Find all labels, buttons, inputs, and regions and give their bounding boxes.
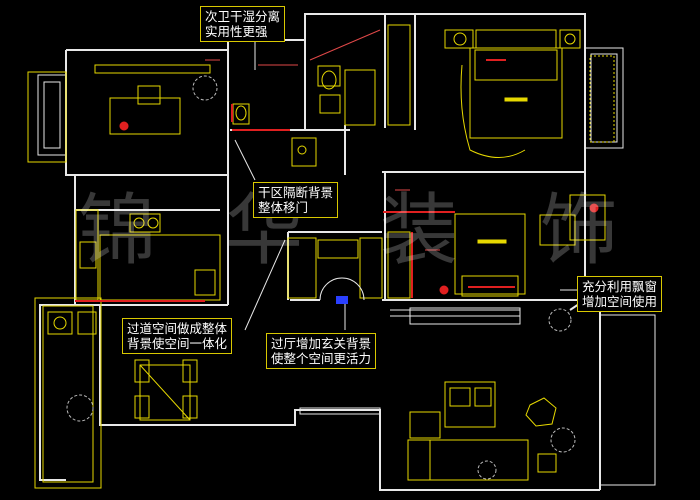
watermark-char-1: 锦 <box>78 186 157 276</box>
windows <box>37 47 656 486</box>
note-entrance-hall: 过厅增加玄关背景 使整个空间更活力 <box>266 333 377 369</box>
note-line: 使整个空间更活力 <box>271 351 372 366</box>
note-line: 过厅增加玄关背景 <box>271 336 372 351</box>
watermark-char-4: 饰 <box>540 186 619 276</box>
red-partitions <box>75 59 515 302</box>
note-line: 次卫干湿分离 <box>205 9 281 24</box>
note-bay-window: 充分利用飘窗 增加空间使用 <box>577 276 663 312</box>
note-line: 增加空间使用 <box>582 294 658 309</box>
pink-dimension-lines <box>205 29 440 251</box>
note-line: 整体移门 <box>258 200 309 215</box>
plants <box>66 75 576 480</box>
entrance-door <box>319 277 365 304</box>
watermark-char-3: 装 <box>380 186 459 276</box>
balcony <box>27 71 102 489</box>
note-corridor-background: 过道空间做成整体 背景使空间一体化 <box>122 318 233 354</box>
note-line: 干区隔断背景 <box>258 185 334 200</box>
note-line: 实用性更强 <box>205 24 268 39</box>
leader-lines <box>234 30 577 331</box>
note-line: 背景使空间一体化 <box>127 336 228 351</box>
note-dry-area-partition: 干区隔断背景 整体移门 <box>253 182 339 218</box>
note-line: 充分利用飘窗 <box>582 279 658 294</box>
note-line: 过道空间做成整体 <box>127 321 228 336</box>
note-secondary-bath: 次卫干湿分离 实用性更强 <box>200 6 286 42</box>
